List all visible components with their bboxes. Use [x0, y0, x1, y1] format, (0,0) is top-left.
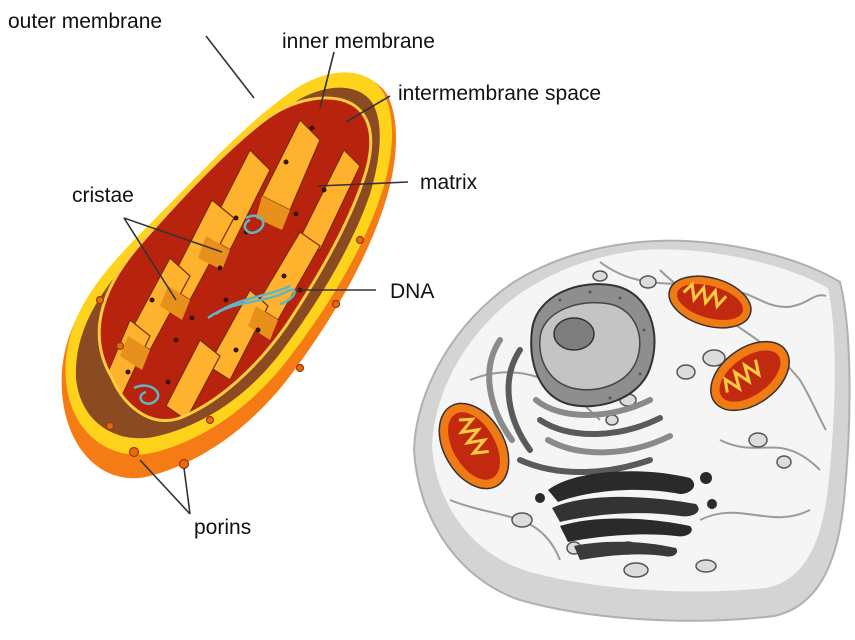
label-matrix: matrix — [420, 171, 478, 194]
nucleolus — [554, 318, 594, 350]
label-outer-membrane: outer membrane — [8, 10, 162, 33]
label-inner-membrane: inner membrane — [282, 30, 435, 53]
mitochondrion — [62, 72, 400, 478]
label-porins: porins — [194, 516, 251, 539]
animal-cell — [414, 241, 850, 621]
label-cristae: cristae — [72, 184, 134, 207]
label-dna: DNA — [390, 280, 434, 303]
label-intermembrane-space: intermembrane space — [398, 82, 601, 105]
nucleus — [531, 284, 654, 406]
